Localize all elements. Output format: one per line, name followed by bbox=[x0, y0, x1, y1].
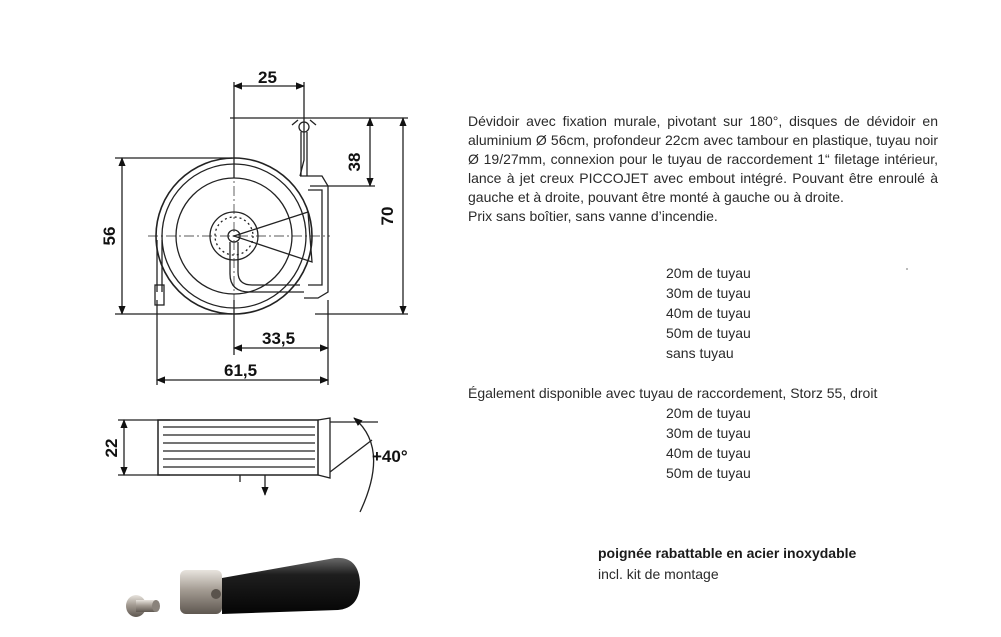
description-paragraph: Dévidoir avec fixation murale, pivotant … bbox=[468, 113, 938, 205]
also-available-text: Également disponible avec tuyau de racco… bbox=[468, 385, 878, 401]
hose-option: 50m de tuyau bbox=[666, 325, 751, 341]
stray-dot bbox=[906, 268, 908, 270]
storz-option: 50m de tuyau bbox=[666, 465, 751, 481]
side-view-drawing: 22 +40° bbox=[102, 417, 408, 513]
front-view-drawing: 25 38 70 56 33,5 61,5 bbox=[100, 68, 408, 385]
hose-option: sans tuyau bbox=[666, 345, 734, 361]
handle-title: poignée rabattable en acier inoxydable bbox=[598, 545, 857, 561]
dim-33-5-label: 33,5 bbox=[262, 329, 295, 348]
handle-subtitle: incl. kit de montage bbox=[598, 566, 719, 582]
dim-22-label: 22 bbox=[102, 439, 121, 458]
dim-61-5-label: 61,5 bbox=[224, 361, 257, 380]
storz-option: 40m de tuyau bbox=[666, 445, 751, 461]
storz-hose-options: 20m de tuyau 30m de tuyau 40m de tuyau 5… bbox=[666, 403, 751, 483]
hose-option: 40m de tuyau bbox=[666, 305, 751, 321]
hose-length-options: 20m de tuyau 30m de tuyau 40m de tuyau 5… bbox=[666, 263, 751, 363]
product-description: Dévidoir avec fixation murale, pivotant … bbox=[468, 112, 938, 226]
dim-25-label: 25 bbox=[258, 68, 277, 87]
dim-70-label: 70 bbox=[378, 207, 397, 226]
storz-option: 20m de tuyau bbox=[666, 405, 751, 421]
price-note: Prix sans boîtier, sans vanne d’incendie… bbox=[468, 208, 718, 224]
handle-image bbox=[126, 557, 360, 617]
dim-38-label: 38 bbox=[345, 153, 364, 172]
dim-56-label: 56 bbox=[100, 227, 119, 246]
angle-label: +40° bbox=[372, 447, 408, 466]
hose-option: 20m de tuyau bbox=[666, 265, 751, 281]
hose-option: 30m de tuyau bbox=[666, 285, 751, 301]
storz-option: 30m de tuyau bbox=[666, 425, 751, 441]
